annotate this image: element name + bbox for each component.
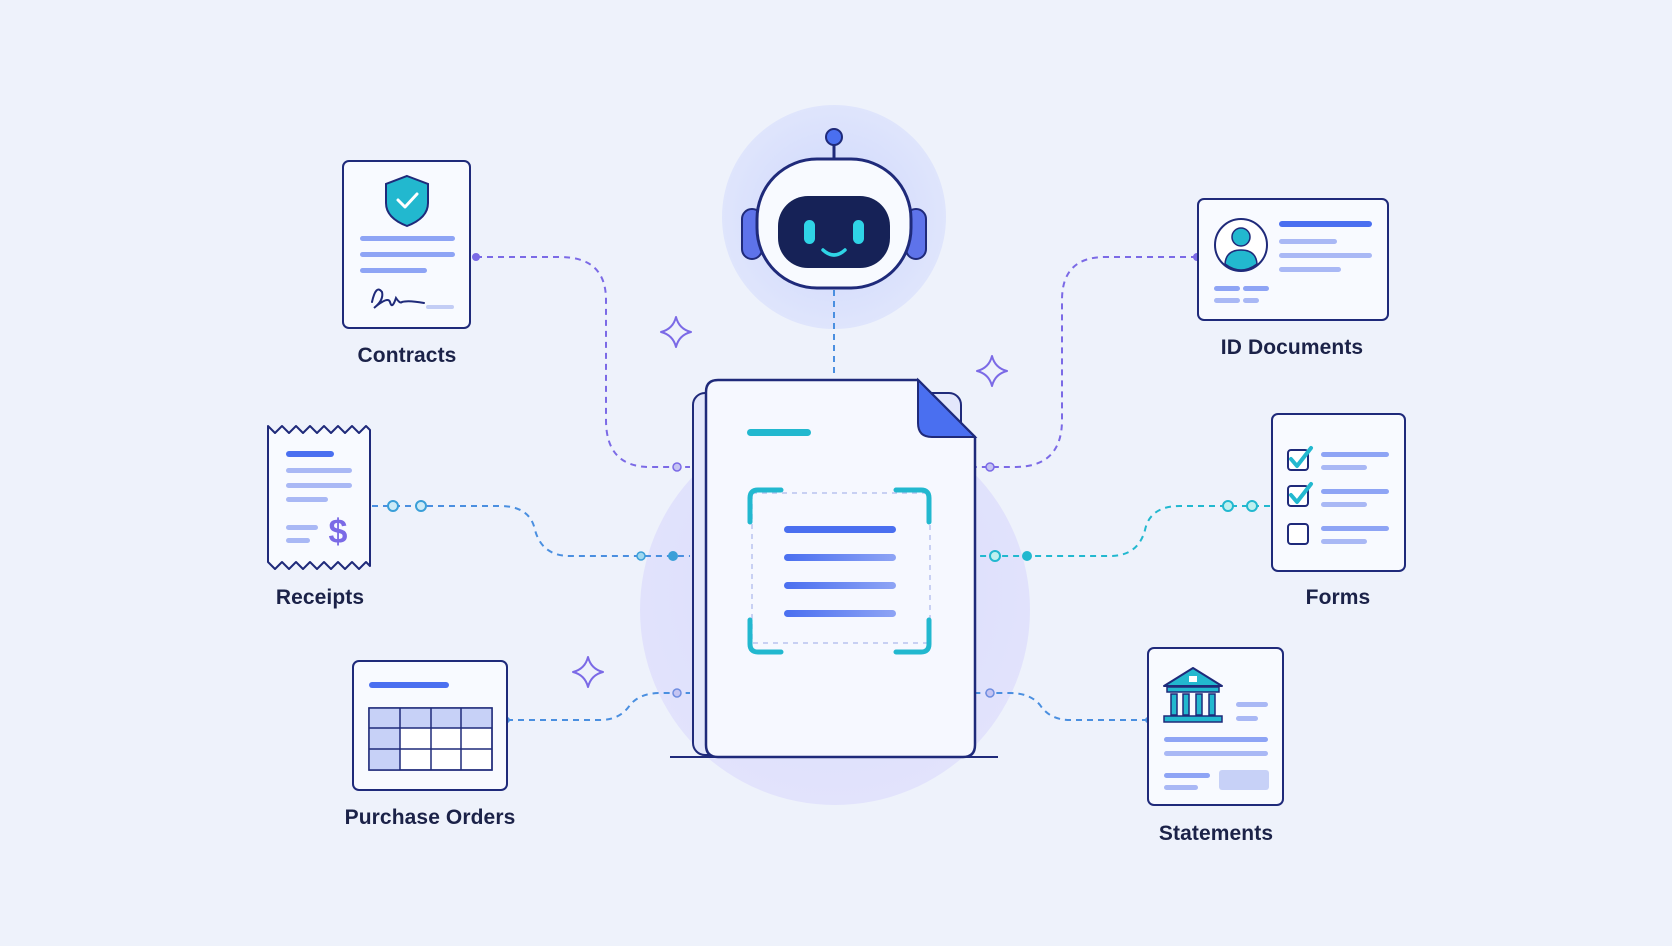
connector-receipts	[372, 505, 690, 557]
scanned-document-icon	[670, 377, 998, 759]
connector-purchase-orders	[507, 692, 690, 721]
checkbox-icon	[1287, 446, 1313, 545]
sparkle-icon	[572, 656, 604, 688]
label-forms: Forms	[1305, 586, 1371, 609]
sparkle-icons	[572, 316, 1008, 688]
label-statements: Statements	[1158, 822, 1274, 845]
connector-id-documents	[975, 256, 1197, 468]
connector-contracts	[476, 256, 690, 468]
purchase-orders-card	[352, 660, 508, 791]
connector-forms	[975, 505, 1270, 557]
connector-statements	[975, 692, 1148, 721]
dollar-icon: $	[329, 513, 348, 551]
connectors	[372, 256, 1270, 721]
label-contracts: Contracts	[357, 344, 457, 367]
connector-dots	[387, 253, 1258, 723]
signature-icon	[371, 288, 425, 309]
receipts-card: $	[267, 425, 371, 570]
label-purchase-orders: Purchase Orders	[344, 806, 516, 829]
table-icon	[368, 707, 493, 771]
user-icon	[1214, 218, 1268, 272]
id-documents-card	[1197, 198, 1389, 321]
label-id-documents: ID Documents	[1220, 336, 1364, 359]
forms-card	[1271, 413, 1406, 572]
sparkle-icon	[976, 355, 1008, 387]
robot-icon	[741, 128, 927, 290]
contracts-card	[342, 160, 471, 329]
statements-card	[1147, 647, 1284, 806]
label-receipts: Receipts	[275, 586, 365, 609]
shield-check-icon	[385, 174, 429, 228]
sparkle-icon	[660, 316, 692, 348]
bank-icon	[1163, 667, 1223, 723]
